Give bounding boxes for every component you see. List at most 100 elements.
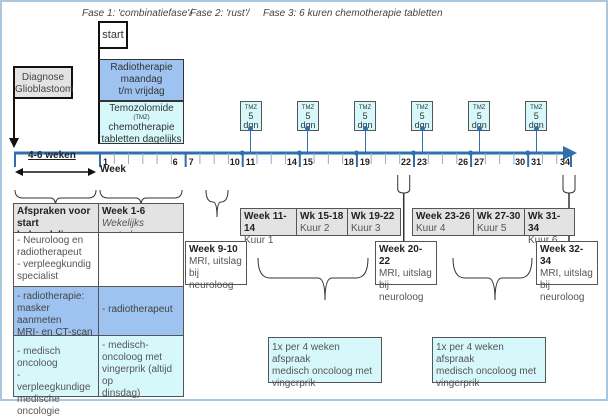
cell-line: oncoloog met xyxy=(102,352,163,363)
tmz-marker-unit: dgn xyxy=(414,120,430,130)
table-row-2-right: - radiotherapeut xyxy=(98,286,184,336)
table-header-left: Afspraken voor start behandeling xyxy=(13,203,99,241)
bracket-week-22 xyxy=(397,175,411,194)
mri-line: MRI, uitslag xyxy=(540,268,593,279)
mri-box-3: Week 32-34 MRI, uitslag bij neuroloog xyxy=(536,241,598,303)
cell-line: - medisch- xyxy=(102,340,149,351)
week-tick-label: 19 xyxy=(359,157,370,167)
tmz-stem xyxy=(250,128,252,153)
note-line: medisch oncoloog met xyxy=(272,366,373,377)
week-tick-label: 22 xyxy=(401,157,412,167)
cell-line: masker aanmeten xyxy=(17,303,62,326)
mri-line: MRI, uitslag xyxy=(189,256,242,267)
tmz-marker-unit: dgn xyxy=(243,120,259,130)
cell-line: specialist xyxy=(17,271,59,282)
tmz-dot xyxy=(419,126,425,131)
week-tick-label: 15 xyxy=(302,157,313,167)
table-header-right-title: Week 1-6 xyxy=(102,206,146,217)
axis-dot xyxy=(411,150,416,156)
tmz-line-3: chemotherapie xyxy=(108,122,175,133)
timeline-svg xyxy=(14,146,577,301)
tmz-dot xyxy=(305,126,311,131)
mri-line: bij neuroloog xyxy=(540,280,585,303)
week-tick-label: 7 xyxy=(188,157,194,167)
note-line: vingerprik xyxy=(272,378,316,389)
cell-line: - Neuroloog en xyxy=(17,235,84,246)
mri-weeks: Week 9-10 xyxy=(189,244,238,255)
cell-line: dinsdag) xyxy=(102,388,141,399)
cell-line: medische oncologie xyxy=(17,394,60,417)
mri-line: MRI, uitslag xyxy=(379,268,432,279)
tmz-stem xyxy=(364,128,366,153)
tmz-line-2: (TMZ) xyxy=(133,115,150,121)
oncology-note-1: 1x per 4 weken afspraak medisch oncoloog… xyxy=(268,337,382,389)
tmz-marker-name: TMZ xyxy=(473,105,486,111)
cure-label: Kuur 1 xyxy=(244,235,274,246)
week-tick-label: 27 xyxy=(474,157,485,167)
phase-2-label: Fase 2: 'rust'/ xyxy=(190,8,250,19)
radiotherapy-line-2: maandag xyxy=(120,74,163,85)
oncology-note-2: 1x per 4 weken afspraak medisch oncoloog… xyxy=(432,337,546,389)
tmz-line-1: Temozolomide xyxy=(109,103,174,114)
pre-period-label: 4-6 weken xyxy=(28,150,76,161)
note-line: 1x per 4 weken afspraak xyxy=(436,342,504,365)
cure-weeks: Week 23-26 xyxy=(416,211,471,222)
week-tick-label: 1 xyxy=(103,157,109,167)
table-header-right: Week 1-6 Wekelijks controle: xyxy=(98,203,184,241)
start-connector xyxy=(98,49,100,59)
tmz-marker-days: 5 xyxy=(248,111,254,121)
phase-3-label: Fase 3: 6 kuren chemotherapie tabletten xyxy=(263,8,443,19)
tmz-marker-name: TMZ xyxy=(244,105,258,111)
tmz-marker-days: 5 xyxy=(305,111,311,121)
table-row-3-left: - medisch oncoloog - verpleegkundige med… xyxy=(13,335,99,417)
note-line: 1x per 4 weken afspraak xyxy=(272,342,340,365)
table-row-2-left: - radiotherapie: masker aanmeten MRI- en… xyxy=(13,286,99,338)
cure-weeks: Wk 27-30 xyxy=(477,211,521,222)
mri-box-1: Week 9-10 MRI, uitslag bij neuroloog xyxy=(185,241,247,291)
axis-dot xyxy=(525,150,531,156)
tmz-marker-name: TMZ xyxy=(301,105,315,111)
table-row-1-left: - Neuroloog en radiotherapeut - verpleeg… xyxy=(13,232,99,287)
week-tick-label: 34 xyxy=(560,157,571,167)
cure-weeks: Week 11- 14 xyxy=(244,211,287,234)
cell-line: radiotherapeut xyxy=(17,247,82,258)
tmz-marker-name: TMZ xyxy=(415,105,429,111)
week-tick-label: 11 xyxy=(245,157,256,167)
axis-dot xyxy=(468,150,474,156)
cure-weeks: Wk 15-18 xyxy=(300,211,344,222)
tmz-dot xyxy=(362,126,368,131)
tmz-marker-unit: dgn xyxy=(300,120,316,130)
mri-weeks: Week 32-34 xyxy=(540,244,584,267)
tmz-marker-unit: dgn xyxy=(357,120,373,130)
radiotherapy-line-3: t/m vrijdag xyxy=(118,86,165,97)
note-line: vingerprik xyxy=(436,378,480,389)
mri-line: bij neuroloog xyxy=(379,280,424,303)
cell-line: vingerprik (altijd op xyxy=(102,364,173,387)
tmz-stem xyxy=(307,128,309,153)
tmz-marker-name: TMZ xyxy=(358,105,372,111)
diagnosis-line xyxy=(13,99,15,139)
week-tick-label: 18 xyxy=(343,157,354,167)
tmz-stem xyxy=(535,128,537,153)
diagnosis-arrow-icon xyxy=(9,138,19,148)
week-tick-label: 23 xyxy=(417,157,428,167)
cure-label: Kuur 4 xyxy=(416,223,446,234)
tmz-marker-days: 5 xyxy=(362,111,368,121)
diagnosis-box: Diagnose Glioblastoom xyxy=(13,66,73,99)
cell-line: - verpleegkundige xyxy=(17,370,91,393)
tmz-stem xyxy=(478,128,480,153)
tmz-marker-days: 5 xyxy=(476,111,482,121)
week-tick-label: 31 xyxy=(531,157,542,167)
radiotherapy-line-1: Radiotherapie xyxy=(110,62,173,73)
timeline-axis xyxy=(14,146,577,301)
cure-box: Wk 31-34Kuur 6 xyxy=(524,208,575,246)
tmz-dot xyxy=(476,126,482,131)
pre-period-arrow-right-icon xyxy=(88,168,96,176)
bracket-week-34 xyxy=(562,175,576,194)
mri-line: bij neuroloog xyxy=(189,268,234,291)
